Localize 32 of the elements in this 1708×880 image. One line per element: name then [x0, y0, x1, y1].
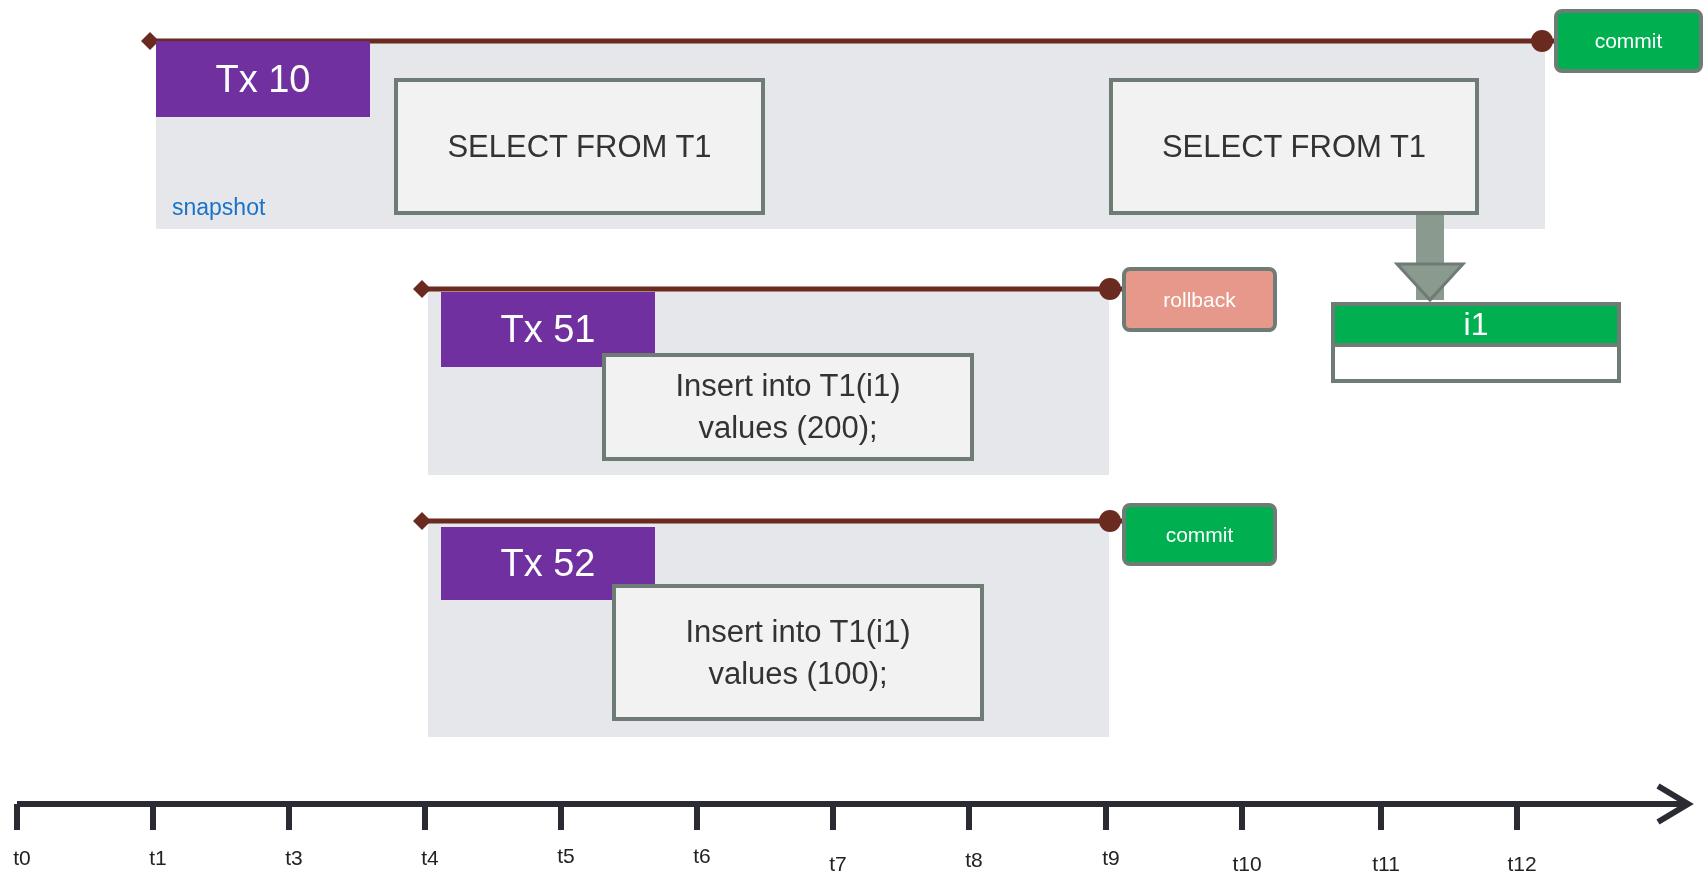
block-arrow — [1395, 215, 1465, 302]
statement-box: SELECT FROM T1 — [394, 78, 765, 215]
lifeline — [141, 30, 1554, 52]
transaction-panel — [428, 289, 1109, 475]
tick-label: t4 — [421, 846, 439, 870]
index-table — [1331, 302, 1621, 383]
tick-label: t3 — [285, 846, 303, 870]
transaction-panel — [428, 521, 1109, 737]
index-key-cell: i1 — [1335, 306, 1617, 347]
tick-label: t9 — [1102, 846, 1120, 870]
commit-box: commit — [1554, 9, 1703, 73]
tick-label: t1 — [149, 846, 167, 870]
commit-box: commit — [1122, 503, 1277, 566]
statement-box: Insert into T1(i1) values (100); — [612, 584, 984, 721]
transaction-panel — [156, 41, 1545, 229]
statement-box: Insert into T1(i1) values (200); — [602, 353, 974, 461]
lifeline — [413, 278, 1122, 300]
tick-label: t8 — [965, 848, 983, 872]
tick-label: t10 — [1232, 852, 1262, 876]
tick-label: t12 — [1507, 852, 1537, 876]
statement-box: SELECT FROM T1 — [1109, 78, 1479, 215]
tick-label: t11 — [1372, 852, 1400, 876]
transaction-tag: Tx 51 — [441, 292, 655, 367]
lifeline — [413, 510, 1122, 532]
rollback-box: rollback — [1122, 267, 1277, 332]
tick-label: t7 — [829, 852, 847, 876]
tick-label: t5 — [557, 844, 575, 868]
tick-label: t6 — [693, 844, 711, 868]
transaction-tag: Tx 52 — [441, 527, 655, 600]
tick-label: t0 — [13, 846, 31, 870]
snapshot-label: snapshot — [172, 194, 266, 221]
transaction-tag: Tx 10 — [156, 41, 370, 117]
